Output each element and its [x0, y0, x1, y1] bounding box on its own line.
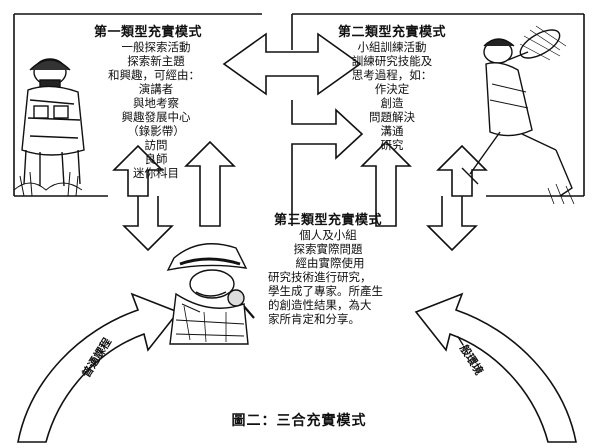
arrow-lower-left [112, 144, 164, 197]
type2-line-6: 問題解決 [369, 110, 415, 124]
type1-line-10: 迷你科目 [133, 166, 179, 180]
type2-line-2: 訓練研究技能及 [351, 54, 433, 68]
type2-line-1: 小組訓練活動 [357, 40, 427, 54]
arrow-type1-type2 [222, 32, 362, 96]
type1-line-4: 演講者 [138, 82, 174, 96]
type3-line-7: 家所肯定和分享。 [268, 312, 360, 326]
type3-line-4: 研究技術進行研究， [268, 270, 372, 284]
detective-figure [166, 243, 255, 345]
type3-line-6: 的創造性結果，為大 [268, 298, 372, 312]
type2-title: 第二類型充實模式 [337, 25, 446, 40]
type1-line-9: 良師 [144, 152, 168, 166]
tennis-player-figure [461, 25, 575, 205]
type3-line-2: 探索實際問題 [293, 242, 363, 256]
type3-title: 第三類型充實模式 [273, 213, 382, 228]
arrow-center-to-type2 [291, 100, 364, 226]
type1-line-8: 訪問 [144, 138, 168, 152]
type1-line-2: 探索新主題 [127, 54, 185, 68]
type2-line-3: 思考過程，如： [351, 68, 433, 82]
type1-line-7: （錄影帶） [127, 124, 185, 138]
explorer-figure [13, 58, 85, 197]
type2-line-4: 作決定 [374, 82, 410, 96]
type1-line-1: 一般探索活動 [121, 40, 191, 54]
curved-arrow-right [414, 292, 577, 443]
figure-caption: 圖二：三合充實模式 [231, 413, 367, 429]
type2-line-8: 研究 [380, 138, 404, 152]
type3-line-1: 個人及小組 [299, 228, 357, 242]
arrow-type1-type3-down [122, 196, 174, 252]
arrow-type2-type3-down [426, 196, 478, 252]
type1-line-3: 和興趣，可經由： [108, 68, 200, 82]
arrow-type1-type3-up [184, 140, 236, 227]
type3-line-3: 經由實際使用 [295, 256, 365, 270]
type2-line-7: 溝通 [380, 124, 404, 138]
type1-line-5: 與地考察 [133, 96, 179, 110]
arrow-lower-right [436, 144, 488, 197]
type3-line-5: 學生成了專家。所產生 [268, 284, 383, 298]
arrow-type2-type3-up [360, 140, 412, 227]
type1-title: 第一類型充實模式 [93, 25, 202, 40]
type2-line-5: 創造 [380, 96, 404, 110]
type1-line-6: 興趣發展中心 [121, 110, 191, 124]
